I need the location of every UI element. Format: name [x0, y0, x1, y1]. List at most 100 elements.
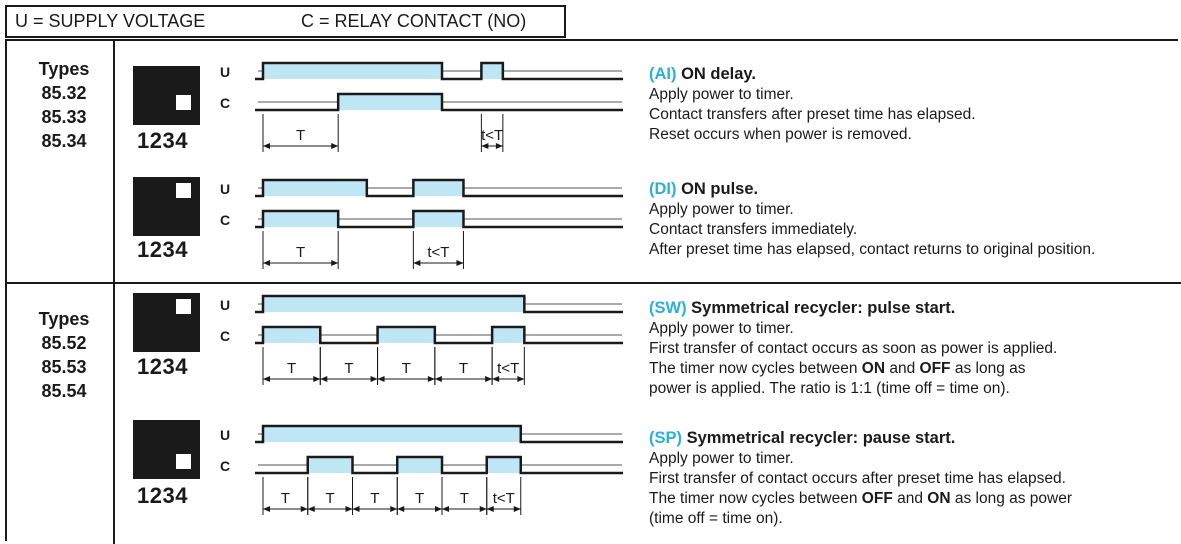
arrow-right-icon: [435, 506, 442, 512]
signal-label-u: U: [220, 64, 230, 80]
function-title: Symmetrical recycler: pause start.: [682, 429, 956, 447]
signal-label-c: C: [220, 95, 230, 111]
description-line: Contact transfers immediately.: [649, 221, 858, 238]
arrow-right-icon: [513, 506, 521, 512]
signal-label-u: U: [220, 181, 230, 197]
interval-label: t<T: [427, 244, 449, 261]
arrow-right-icon: [313, 376, 321, 382]
function-heading: (DI) ON pulse.: [649, 179, 1179, 200]
pulse-fill-u: [263, 426, 521, 442]
arrow-left-icon: [434, 376, 442, 382]
signal-trace-u: [255, 178, 623, 198]
interval-label: T: [459, 360, 468, 377]
timer-module-icon: [133, 293, 200, 352]
interval-label: T: [415, 490, 424, 507]
led-indicator-icon: [176, 183, 191, 198]
description-di: (DI) ON pulse.Apply power to timer.Conta…: [649, 179, 1179, 260]
terminal-label: 1234: [137, 128, 188, 153]
legend-relay-contact: C = RELAY CONTACT (NO): [301, 11, 527, 31]
arrow-right-icon: [485, 376, 493, 382]
signal-label-u: U: [220, 427, 230, 443]
pulse-fill-c: [263, 327, 321, 343]
types-label: Types: [38, 59, 90, 79]
terminal-label: 1234: [137, 237, 188, 262]
timer-module-icon: [133, 66, 200, 125]
signal-trace-c: [255, 325, 623, 345]
pulse-fill-c: [413, 211, 464, 227]
signal-label-c: C: [220, 328, 230, 344]
arrow-left-icon: [307, 506, 315, 512]
interval-label: T: [296, 127, 305, 144]
interval-label: T: [287, 360, 296, 377]
signal-label-u: U: [220, 297, 230, 313]
pulse-fill-c: [263, 211, 339, 227]
type-number: 85.53: [41, 357, 87, 377]
arrow-left-icon: [413, 260, 421, 266]
description-sw: (SW) Symmetrical recycler: pulse start.A…: [649, 298, 1179, 399]
arrow-left-icon: [377, 376, 385, 382]
description-sp: (SP) Symmetrical recycler: pause start.A…: [649, 428, 1179, 529]
description-line: power is applied. The ratio is 1:1 (time…: [649, 380, 1010, 397]
mode-code: (DI): [649, 180, 677, 198]
types-label: Types: [38, 309, 90, 329]
function-title: ON pulse.: [676, 180, 759, 198]
legend-box: U = SUPPLY VOLTAGE C = RELAY CONTACT (NO…: [5, 5, 566, 38]
column-divider: [113, 39, 115, 544]
interval-label: t<T: [497, 360, 519, 377]
arrow-left-icon: [263, 376, 270, 382]
arrow-left-icon: [492, 376, 500, 382]
signal-trace-u: [255, 61, 623, 81]
description-line: Apply power to timer.: [649, 320, 794, 337]
pulse-fill-u: [263, 180, 367, 196]
pulse-fill-c: [307, 457, 353, 473]
signal-trace-u: [255, 294, 623, 314]
pulse-fill-c: [486, 457, 521, 473]
type-number: 85.54: [41, 381, 87, 401]
signal-trace-c: [255, 455, 623, 475]
signal-label-c: C: [220, 212, 230, 228]
signal-trace-c: [255, 92, 623, 112]
arrow-left-icon: [263, 260, 270, 266]
arrow-left-icon: [481, 143, 489, 149]
terminal-label: 1234: [137, 354, 188, 379]
arrow-right-icon: [300, 506, 308, 512]
type-number: 85.52: [41, 333, 87, 353]
interval-label: t<T: [481, 127, 503, 144]
interval-label: T: [344, 360, 353, 377]
interval-label: T: [370, 490, 379, 507]
type-number: 85.32: [41, 83, 87, 103]
interval-label: t<T: [493, 490, 515, 507]
terminal-label: 1234: [137, 483, 188, 508]
description-line: Reset occurs when power is removed.: [649, 126, 912, 143]
led-indicator-icon: [176, 95, 191, 110]
arrow-left-icon: [263, 143, 270, 149]
signal-label-c: C: [220, 458, 230, 474]
led-indicator-icon: [176, 299, 191, 314]
function-heading: (SP) Symmetrical recycler: pause start.: [649, 428, 1179, 449]
arrow-left-icon: [486, 506, 494, 512]
arrow-right-icon: [517, 376, 525, 382]
pulse-fill-c: [397, 457, 442, 473]
description-line: (time off = time on).: [649, 510, 783, 527]
arrow-left-icon: [352, 506, 360, 512]
arrow-right-icon: [370, 376, 378, 382]
type-number: 85.33: [41, 107, 87, 127]
description-line: First transfer of contact occurs after p…: [649, 470, 1066, 487]
timer-module-icon: [133, 177, 200, 236]
mode-code: (AI): [649, 65, 677, 83]
pulse-fill-c: [338, 94, 442, 110]
description-line: Contact transfers after preset time has …: [649, 106, 976, 123]
arrow-right-icon: [331, 143, 339, 149]
description-ai: (AI) ON delay.Apply power to timer.Conta…: [649, 64, 1179, 145]
arrow-left-icon: [263, 506, 270, 512]
arrow-right-icon: [456, 260, 464, 266]
description-line: The timer now cycles between OFF and ON …: [649, 490, 1073, 507]
pulse-fill-u: [263, 63, 442, 79]
interval-label: T: [402, 360, 411, 377]
pulse-fill-c: [377, 327, 435, 343]
mode-code: (SP): [649, 429, 682, 447]
arrow-left-icon: [397, 506, 405, 512]
description-line: After preset time has elapsed, contact r…: [649, 241, 1096, 258]
pulse-fill-u: [481, 63, 503, 79]
